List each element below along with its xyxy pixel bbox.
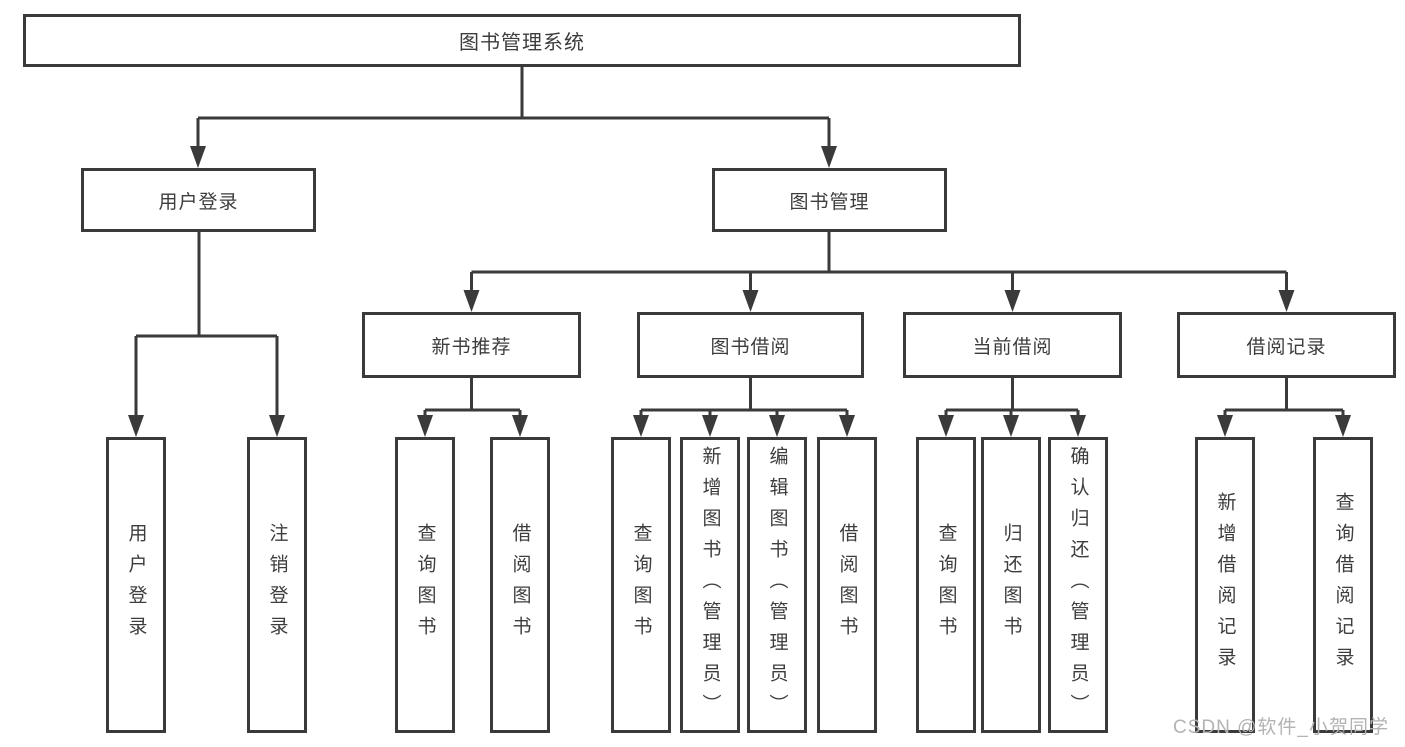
node-borrow-books-recommend: 借阅图书: [490, 437, 550, 733]
node-label: 新增借阅记录: [1214, 492, 1236, 678]
node-confirm-return-admin: 确认归还（管理员）: [1048, 437, 1108, 733]
node-add-borrow-record: 新增借阅记录: [1195, 437, 1255, 733]
node-label: 注销登录: [266, 523, 288, 647]
node-return-books: 归还图书: [981, 437, 1041, 733]
node-user-login-leaf: 用户登录: [106, 437, 166, 733]
node-label: 图书管理: [789, 191, 870, 213]
node-label: 借阅图书: [836, 523, 858, 647]
node-label: 当前借阅: [972, 336, 1053, 358]
node-query-borrow-record: 查询借阅记录: [1313, 437, 1373, 733]
node-edit-books-admin: 编辑图书（管理员）: [747, 437, 807, 733]
node-query-books-borrowing: 查询图书: [611, 437, 671, 733]
watermark: CSDN @软件_小贺同学: [1173, 717, 1389, 738]
node-library-management-system: 图书管理系统: [23, 14, 1021, 67]
node-label: 确认归还（管理员）: [1067, 445, 1089, 725]
node-user-login-branch: 用户登录: [81, 168, 316, 232]
node-label: 借阅图书: [509, 523, 531, 647]
node-label: 用户登录: [158, 191, 239, 213]
node-label: 新增图书（管理员）: [699, 445, 721, 725]
node-logout-leaf: 注销登录: [247, 437, 307, 733]
node-book-management-branch: 图书管理: [712, 168, 947, 232]
node-query-books-recommend: 查询图书: [395, 437, 455, 733]
node-label: 图书借阅: [710, 336, 791, 358]
node-label: 借阅记录: [1246, 336, 1327, 358]
node-label: 归还图书: [1000, 523, 1022, 647]
node-label: 查询借阅记录: [1332, 492, 1354, 678]
node-label: 新书推荐: [431, 336, 512, 358]
node-label: 查询图书: [935, 523, 957, 647]
node-label: 图书管理系统: [459, 32, 585, 54]
node-label: 查询图书: [630, 523, 652, 647]
node-add-books-admin: 新增图书（管理员）: [680, 437, 740, 733]
node-label: 编辑图书（管理员）: [766, 445, 788, 725]
node-query-books-current: 查询图书: [916, 437, 976, 733]
node-book-borrowing: 图书借阅: [637, 312, 864, 378]
node-current-borrowing: 当前借阅: [903, 312, 1122, 378]
node-borrowing-records: 借阅记录: [1177, 312, 1396, 378]
node-label: 用户登录: [125, 523, 147, 647]
node-new-book-recommendation: 新书推荐: [362, 312, 581, 378]
node-borrow-books-borrowing: 借阅图书: [817, 437, 877, 733]
node-label: 查询图书: [414, 523, 436, 647]
